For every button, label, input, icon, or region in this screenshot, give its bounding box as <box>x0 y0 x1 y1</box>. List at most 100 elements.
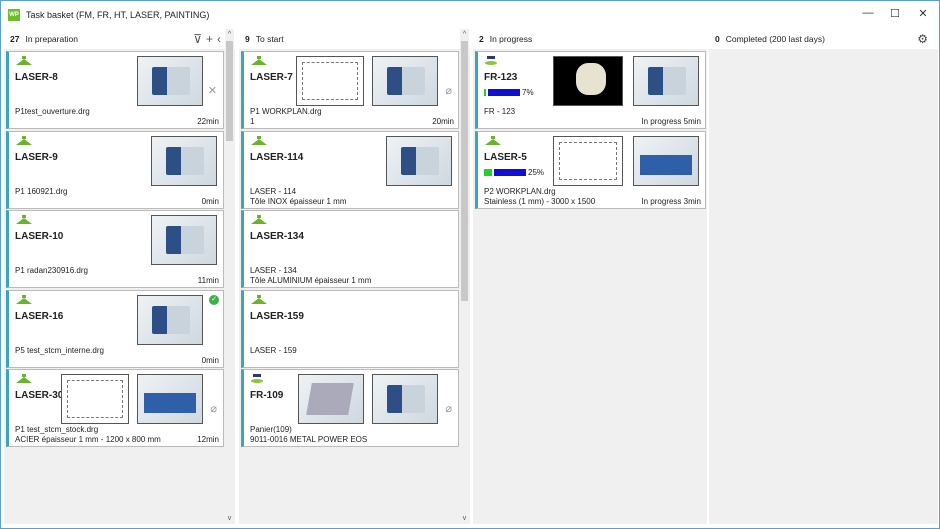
laser-icon <box>15 294 33 304</box>
task-detail: P1 radan230916.drg <box>15 266 88 275</box>
task-material: Tôle INOX épaisseur 1 mm <box>250 196 347 206</box>
attachment-icon[interactable]: ⌀ <box>445 403 452 415</box>
task-card[interactable]: LASER-9 P1 160921.drg 0min <box>6 130 224 209</box>
task-name: LASER-134 <box>250 231 304 242</box>
chevron-left-icon[interactable]: ‹ <box>217 32 221 46</box>
attachment-icon[interactable]: ⌀ <box>210 403 217 415</box>
blue-thumbnail <box>633 135 699 186</box>
progress-bar: 7% <box>484 88 534 97</box>
task-detail: FR - 123 <box>484 107 516 116</box>
part-thumbnail <box>298 374 364 424</box>
task-time: 22min <box>197 117 219 126</box>
task-detail: P1 test_stcm_stock.drg <box>15 425 99 434</box>
laser-icon <box>15 135 33 145</box>
laser-icon <box>250 215 268 224</box>
machine-thumbnail <box>386 135 452 186</box>
machine-thumbnail <box>151 215 217 265</box>
task-card[interactable]: FR-123 FR - 123 In progress 5min 7% <box>475 51 706 129</box>
task-name: LASER-5 <box>484 151 527 163</box>
close-button[interactable]: ✕ <box>918 8 928 20</box>
task-material: 9011-0016 METAL POWER EOS <box>250 435 368 444</box>
task-name: LASER-8 <box>15 72 58 83</box>
remove-icon[interactable]: ✕ <box>207 85 217 97</box>
task-detail: LASER - 134 <box>250 266 297 275</box>
fr-icon <box>250 374 268 383</box>
laser-icon <box>15 374 33 383</box>
column-count: 2 <box>479 34 484 44</box>
scroll-up-arrow[interactable]: ^ <box>462 31 467 38</box>
column-count: 9 <box>245 34 250 44</box>
column-count: 27 <box>10 34 20 44</box>
settings-gear-icon[interactable]: ⚙ <box>917 32 928 46</box>
task-material: ACIER épaisseur 1 mm - 1200 x 800 mm <box>15 435 161 444</box>
task-detail: P5 test_stcm_interne.drg <box>15 345 104 355</box>
laser-icon <box>15 215 33 224</box>
task-name: LASER-9 <box>15 151 58 163</box>
task-detail: LASER - 159 <box>250 345 297 355</box>
scroll-down-arrow[interactable]: v <box>227 515 232 522</box>
progress-fill <box>484 89 486 96</box>
column-label: In progress <box>489 34 533 44</box>
task-time: 20min <box>432 117 454 126</box>
dark-thumbnail <box>553 56 623 106</box>
plus-icon[interactable]: + <box>205 32 213 46</box>
maximize-button[interactable]: ☐ <box>890 8 900 20</box>
progress-label: 7% <box>522 88 534 97</box>
task-detail: LASER - 114 <box>250 186 297 196</box>
laser-icon <box>484 135 502 145</box>
laser-icon <box>15 56 33 65</box>
column-header: 2 In progress <box>473 29 707 49</box>
task-time: In progress 5min <box>641 117 701 126</box>
task-material: Stainless (1 mm) - 3000 x 1500 <box>484 196 596 206</box>
scroll-down-arrow[interactable]: v <box>462 515 467 522</box>
scrollbar[interactable]: ^v <box>460 29 469 524</box>
task-name: FR-109 <box>250 390 284 401</box>
task-material: Tôle ALUMINIUM épaisseur 1 mm <box>250 276 372 285</box>
task-name: LASER-30 <box>15 390 64 401</box>
task-time: 12min <box>197 435 219 444</box>
app-logo: WP <box>8 9 20 21</box>
machine-thumbnail <box>137 56 203 106</box>
progress-bar: 25% <box>484 168 544 177</box>
task-name: LASER-16 <box>15 310 64 322</box>
scrollbar[interactable]: ^v <box>225 29 234 524</box>
scrollbar-thumb[interactable] <box>226 41 233 141</box>
progress-label: 25% <box>528 167 545 177</box>
minimize-button[interactable]: — <box>862 7 874 19</box>
progress-fill <box>484 168 492 176</box>
progress-track <box>488 89 520 96</box>
attachment-icon[interactable]: ⌀ <box>445 85 452 97</box>
task-name: LASER-10 <box>15 231 64 242</box>
task-detail: P1test_ouverture.drg <box>15 107 90 116</box>
scroll-up-arrow[interactable]: ^ <box>227 31 232 38</box>
task-time: In progress 3min <box>641 196 701 206</box>
task-time: 0min <box>201 196 219 206</box>
scrollbar-thumb[interactable] <box>461 41 468 301</box>
task-detail: P1 160921.drg <box>15 186 68 196</box>
task-name: LASER-7 <box>250 72 293 83</box>
column-tools: ⊽+ ‹ <box>193 32 221 46</box>
task-time: 0min <box>201 355 219 365</box>
task-name: FR-123 <box>484 72 518 83</box>
filter-icon[interactable]: ⊽ <box>193 32 202 46</box>
task-detail: P2 WORKPLAN.drg <box>484 186 556 196</box>
task-name: LASER-159 <box>250 310 304 322</box>
column-label: Completed (200 last days) <box>725 34 825 44</box>
